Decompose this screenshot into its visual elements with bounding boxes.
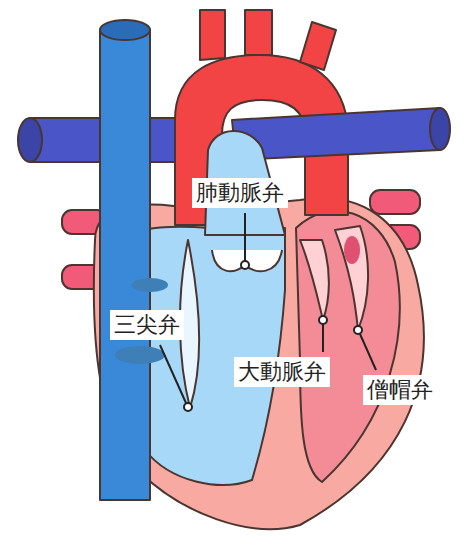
leader-line [160,345,186,403]
part-label: 大動脈弁 [234,357,330,387]
leader-line [360,334,376,370]
part-label: 三尖弁 [110,310,184,340]
leader-line [322,324,324,352]
leader-dot [184,403,192,411]
leader-dot [354,326,362,334]
leader-dot [241,261,249,269]
leader-dot [319,316,327,324]
leader-line [244,213,246,261]
part-label: 僧帽弁 [363,375,437,405]
part-label: 肺動脈弁 [192,178,288,208]
